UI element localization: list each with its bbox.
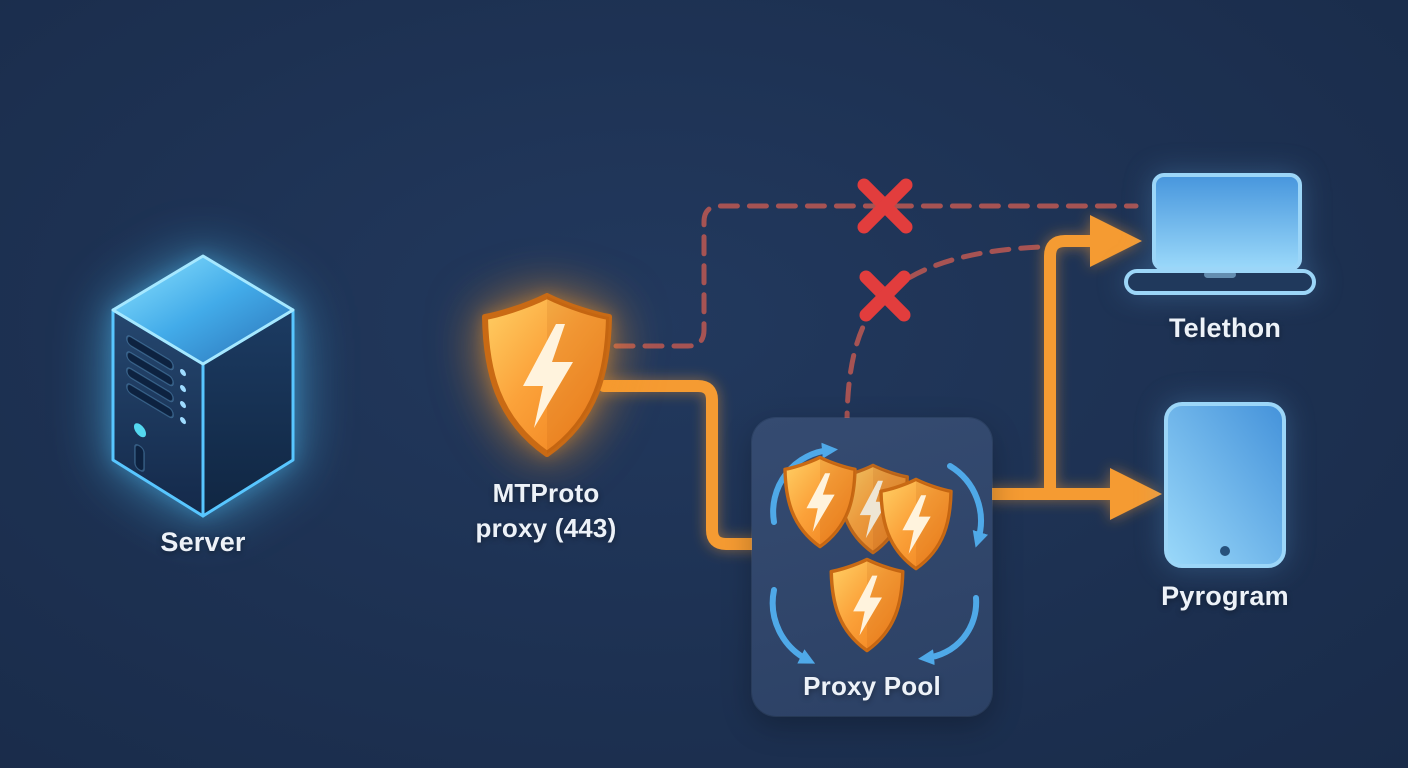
connector-proxy-pool [598,380,764,550]
mtproto-proxy-shield-icon [477,289,617,461]
proxy-pool-cluster [769,442,989,666]
telethon-label: Telethon [1168,313,1282,343]
laptop-icon [1124,173,1316,295]
server-label: Server [160,527,246,557]
orange-routes [598,215,1162,550]
blocked-x-icon [857,178,913,322]
arrowhead-telethon [1090,215,1142,267]
proxy-pool-panel [752,418,992,716]
connector-pool-telethon [1044,235,1100,500]
mtproto-proxy-label-line1: MTProto [492,478,600,508]
server-drive-bays [126,335,186,472]
arrowhead-pyrogram [1110,468,1162,520]
mini-shield-icons [783,455,953,653]
server-icon [111,254,295,518]
tablet-icon [1164,402,1286,568]
pyrogram-label: Pyrogram [1161,581,1289,611]
dashed-blocked-line-pool-telethon [844,244,1043,433]
mtproto-proxy-label-line2: proxy (443) [475,513,617,543]
dashed-blocked-line-proxy-telethon [613,203,1139,349]
mtproto-proxy-label: MTProto proxy (443) [426,476,666,546]
proxy-pool-label: Proxy Pool [803,671,941,701]
